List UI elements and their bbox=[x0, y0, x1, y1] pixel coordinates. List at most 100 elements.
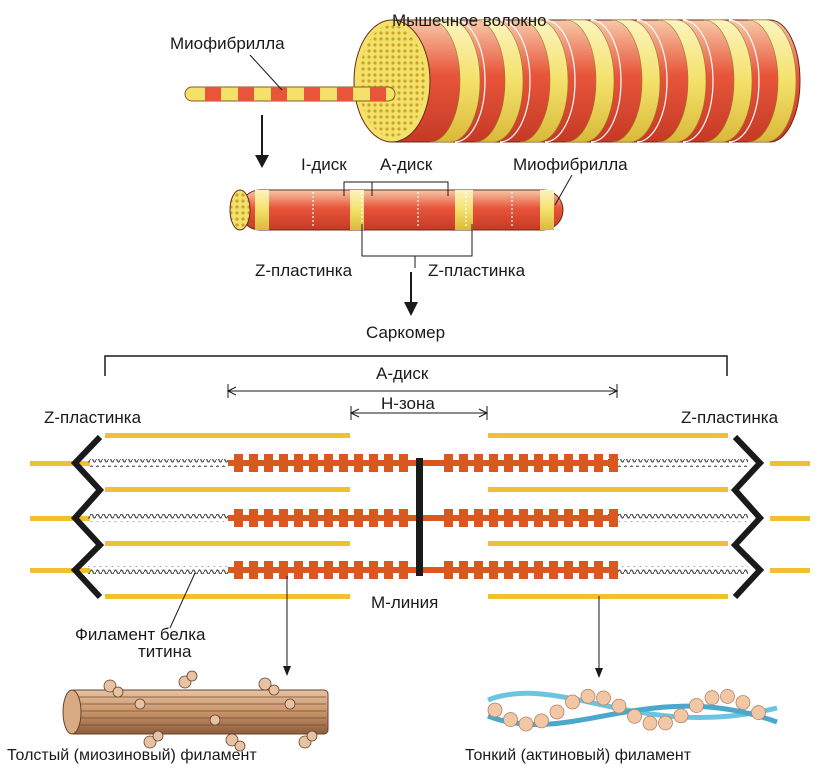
myosin-head bbox=[504, 454, 513, 472]
myosin-head bbox=[384, 561, 393, 579]
myosin-head bbox=[609, 509, 618, 527]
myosin-head bbox=[309, 561, 318, 579]
myosin-head bbox=[369, 454, 378, 472]
myosin-head bbox=[459, 454, 468, 472]
myosin-head bbox=[354, 454, 363, 472]
myosin-head bbox=[579, 509, 588, 527]
thin-actin-filament-illustration bbox=[488, 689, 777, 731]
myosin-head bbox=[459, 509, 468, 527]
actin-bead bbox=[535, 714, 549, 728]
myosin-head bbox=[549, 561, 558, 579]
myosin-head bbox=[444, 561, 453, 579]
myosin-head bbox=[264, 509, 273, 527]
myosin-head bbox=[294, 454, 303, 472]
muscle-fiber-illustration bbox=[354, 20, 800, 142]
actin-bead bbox=[519, 717, 533, 731]
actin-bead bbox=[628, 709, 642, 723]
a-disk-label-top: А-диск bbox=[380, 155, 433, 174]
myosin-head bbox=[534, 509, 543, 527]
myosin-head bbox=[444, 454, 453, 472]
myosin-head bbox=[234, 561, 243, 579]
thick-myosin-filament-illustration bbox=[63, 671, 328, 751]
myosin-head bbox=[504, 509, 513, 527]
myosin-head bbox=[324, 454, 333, 472]
actin-bead bbox=[488, 703, 502, 717]
titin-label-line2: титина bbox=[138, 642, 192, 661]
thin-filament-label: Тонкий (актиновый) филамент bbox=[465, 747, 692, 764]
myosin-head bbox=[279, 454, 288, 472]
myosin-head bbox=[594, 454, 603, 472]
myofibril-strand-top bbox=[185, 87, 395, 101]
myosin-head bbox=[324, 509, 333, 527]
myosin-head bbox=[249, 454, 258, 472]
myosin-head bbox=[339, 454, 348, 472]
myosin-head bbox=[279, 509, 288, 527]
myosin-head bbox=[489, 509, 498, 527]
myosin-head bbox=[264, 454, 273, 472]
myosin-head bbox=[294, 561, 303, 579]
myosin-head bbox=[504, 561, 513, 579]
z-plate-mid-right-label: Z-пластинка bbox=[428, 261, 526, 280]
m-line-label: М-линия bbox=[371, 593, 438, 612]
myofibril-label-mid: Миофибрилла bbox=[513, 155, 628, 174]
myosin-head bbox=[549, 454, 558, 472]
actin-bead bbox=[752, 706, 766, 720]
myosin-head bbox=[339, 561, 348, 579]
myosin-head bbox=[564, 454, 573, 472]
myosin-head bbox=[399, 509, 408, 527]
actin-bead bbox=[566, 695, 580, 709]
actin-bead bbox=[550, 705, 564, 719]
actin-bead bbox=[674, 709, 688, 723]
myosin-head bbox=[234, 509, 243, 527]
myosin-head bbox=[384, 454, 393, 472]
myosin-head bbox=[294, 509, 303, 527]
z-plate-right-label: Z-пластинка bbox=[681, 408, 779, 427]
myosin-head bbox=[549, 509, 558, 527]
actin-bead bbox=[690, 699, 704, 713]
myosin-head bbox=[609, 454, 618, 472]
actin-bead bbox=[504, 713, 518, 727]
myosin-head bbox=[594, 561, 603, 579]
myosin-head bbox=[324, 561, 333, 579]
myosin-head bbox=[369, 561, 378, 579]
actin-bead bbox=[659, 716, 673, 730]
myosin-head bbox=[309, 454, 318, 472]
sarcomere-label: Саркомер bbox=[366, 323, 445, 342]
myosin-head bbox=[264, 561, 273, 579]
myosin-head bbox=[474, 561, 483, 579]
myosin-head bbox=[249, 561, 258, 579]
myosin-head bbox=[444, 509, 453, 527]
myosin-head bbox=[579, 454, 588, 472]
myofibril-label-top: Миофибрилла bbox=[170, 34, 285, 53]
myosin-head bbox=[519, 561, 528, 579]
myosin-head bbox=[399, 561, 408, 579]
z-plate-mid-left-label: Z-пластинка bbox=[255, 261, 353, 280]
myosin-head bbox=[534, 561, 543, 579]
myosin-head bbox=[564, 509, 573, 527]
myosin-head bbox=[369, 509, 378, 527]
myosin-head bbox=[459, 561, 468, 579]
actin-bead bbox=[612, 699, 626, 713]
actin-bead bbox=[736, 695, 750, 709]
thick-filament-label: Толстый (миозиновый) филамент bbox=[7, 747, 257, 764]
m-line bbox=[416, 458, 423, 576]
myosin-head bbox=[399, 454, 408, 472]
myosin-head bbox=[534, 454, 543, 472]
myosin-head bbox=[234, 454, 243, 472]
h-zone-label: Н-зона bbox=[381, 394, 435, 413]
actin-bead bbox=[705, 691, 719, 705]
myosin-head bbox=[249, 509, 258, 527]
actin-bead bbox=[597, 691, 611, 705]
myosin-head bbox=[609, 561, 618, 579]
myosin-head bbox=[354, 509, 363, 527]
actin-bead bbox=[643, 716, 657, 730]
myosin-head bbox=[384, 509, 393, 527]
myosin-head bbox=[519, 454, 528, 472]
myosin-head bbox=[339, 509, 348, 527]
a-disk-label: А-диск bbox=[376, 364, 429, 383]
i-disk-label: I-диск bbox=[301, 155, 347, 174]
myosin-head bbox=[489, 561, 498, 579]
myosin-head bbox=[474, 454, 483, 472]
actin-bead bbox=[581, 689, 595, 703]
